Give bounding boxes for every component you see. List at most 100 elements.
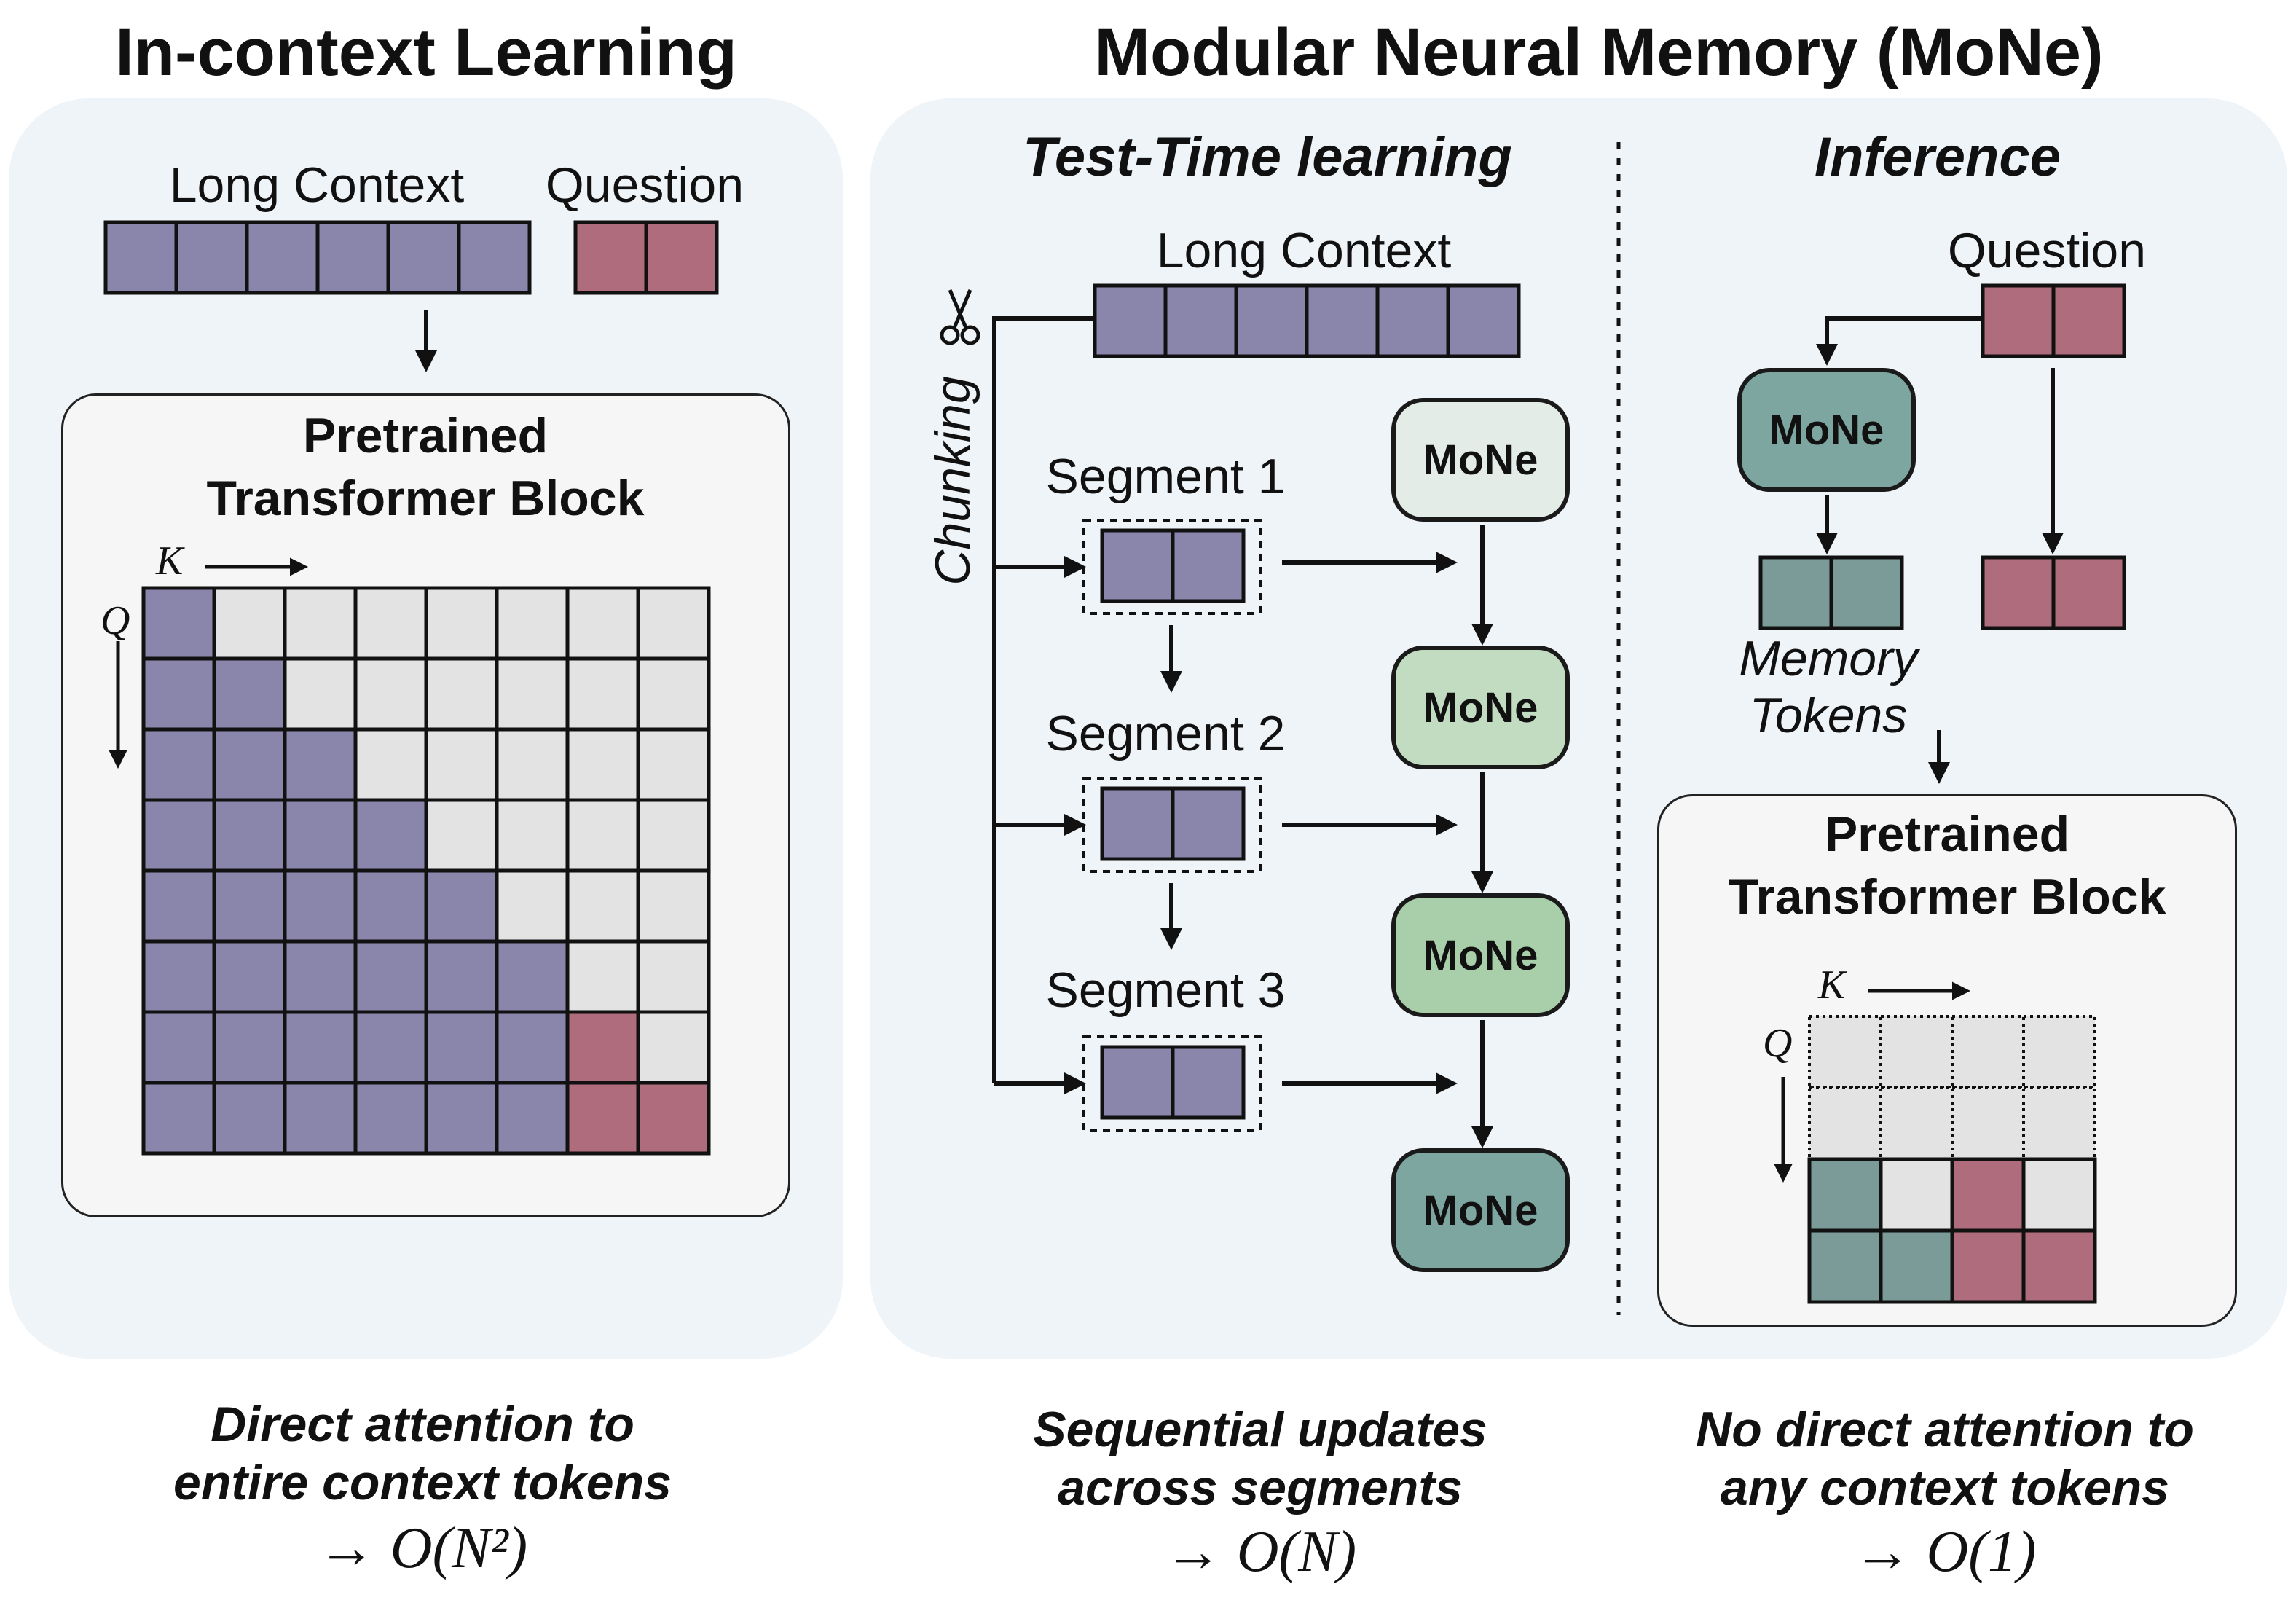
inference-complexity: → O(1) xyxy=(1588,1519,2296,1585)
attention-cell-empty xyxy=(495,798,570,873)
chunking-trunk xyxy=(992,316,1093,1083)
attention-cell-context xyxy=(212,868,287,944)
context-token xyxy=(1163,283,1238,358)
attention-cell-question xyxy=(636,1081,711,1156)
scissors-handle-1 xyxy=(940,325,960,345)
segment-token xyxy=(1171,1045,1246,1120)
attention-cell-context xyxy=(141,656,216,732)
question-token xyxy=(573,220,648,295)
attention-cell-empty xyxy=(424,656,499,732)
attention-cell-context xyxy=(141,1081,216,1156)
attention-cell-empty xyxy=(495,586,570,661)
attention-cell-masked xyxy=(1808,1086,1882,1161)
memory-token xyxy=(1758,555,1833,630)
left-q-label: Q xyxy=(101,598,130,643)
attention-cell-empty xyxy=(353,586,428,661)
question-token xyxy=(2051,283,2126,358)
question-token xyxy=(2051,555,2126,630)
mone-block-3: MoNe xyxy=(1391,893,1570,1017)
left-block-title-line2: Transformer Block xyxy=(206,471,645,526)
attention-cell-empty xyxy=(565,939,640,1014)
attention-cell-context xyxy=(353,868,428,944)
attention-cell-context xyxy=(353,798,428,873)
inference-question-label: Question xyxy=(1947,223,2147,278)
attention-cell-context xyxy=(212,1010,287,1085)
attention-cell-context xyxy=(212,1081,287,1156)
inference-caption-line1: No direct attention to xyxy=(1696,1402,2194,1457)
left-caption-line1: Direct attention to xyxy=(211,1397,634,1452)
mone-block-1: MoNe xyxy=(1391,398,1570,522)
attention-cell-context xyxy=(141,798,216,873)
memory-tokens-line1: Memory xyxy=(1739,631,1918,686)
scissors-blade-2 xyxy=(948,289,968,329)
scissors-handle-2 xyxy=(960,325,980,345)
left-question-label: Question xyxy=(545,157,744,213)
attention-cell-masked xyxy=(2022,1086,2096,1161)
attention-cell-empty xyxy=(565,727,640,802)
attention-cell-empty xyxy=(636,939,711,1014)
right-panel-title: Modular Neural Memory (MoNe) xyxy=(1094,15,2104,90)
attention-cell-context xyxy=(283,868,358,944)
segment-2-label: Segment 2 xyxy=(1045,706,1286,761)
context-token xyxy=(1234,283,1309,358)
attention-cell-memory xyxy=(1879,1228,1954,1304)
memory-tokens-line2: Tokens xyxy=(1749,688,1908,743)
context-token xyxy=(386,220,461,295)
attention-cell-masked xyxy=(1951,1086,2025,1161)
ttl-caption-line2: across segments xyxy=(1058,1460,1463,1515)
attention-cell-context xyxy=(212,798,287,873)
attention-cell-context xyxy=(495,1010,570,1085)
token-cells xyxy=(103,220,2126,1304)
inference-block-title-line2: Transformer Block xyxy=(1728,869,2166,925)
ttl-complexity: → O(N) xyxy=(903,1519,1617,1585)
left-caption-line2: entire context tokens xyxy=(173,1455,672,1510)
attention-cell-empty xyxy=(636,727,711,802)
attention-cell-empty xyxy=(353,656,428,732)
left-block-title-line1: Pretrained xyxy=(302,408,549,463)
inference-complexity-arrow: → xyxy=(1853,1520,1912,1584)
attention-cell-context xyxy=(495,939,570,1014)
test-time-heading: Test-Time learning xyxy=(1023,126,1512,188)
segment-frame-1 xyxy=(1082,519,1262,615)
attention-cell-context xyxy=(141,868,216,944)
attention-cell-context xyxy=(283,1081,358,1156)
inference-complexity-value: O(1) xyxy=(1926,1520,2037,1584)
attention-cell-context xyxy=(424,868,499,944)
attention-cell-memory xyxy=(1807,1157,1883,1233)
ttl-complexity-value: O(N) xyxy=(1236,1520,1357,1584)
segment-frames xyxy=(1082,519,1262,1132)
question-token xyxy=(1981,283,2056,358)
context-token xyxy=(1446,283,1521,358)
attention-cell-empty xyxy=(495,868,570,944)
segment-token xyxy=(1100,1045,1175,1120)
attention-cell-empty xyxy=(495,727,570,802)
context-token xyxy=(174,220,249,295)
attention-cell-context xyxy=(353,939,428,1014)
inference-caption-line2: any context tokens xyxy=(1721,1460,2169,1515)
attention-cell-masked xyxy=(1951,1015,2025,1089)
segment-frame-3 xyxy=(1082,1035,1262,1132)
left-complexity-arrow: → xyxy=(317,1516,376,1580)
attention-cell-empty xyxy=(636,798,711,873)
context-token xyxy=(1093,283,1168,358)
attention-cell-question xyxy=(1950,1228,2026,1304)
attention-cell-context xyxy=(283,1010,358,1085)
attention-cell-empty xyxy=(636,586,711,661)
attention-cell-context xyxy=(212,727,287,802)
attention-cell-empty xyxy=(212,586,287,661)
attention-cell-masked xyxy=(1879,1015,1954,1089)
question-to-mone-arrow xyxy=(1816,316,1983,366)
left-complexity-value: O(N²) xyxy=(390,1516,528,1580)
inference-mone-block: MoNe xyxy=(1737,368,1916,492)
attention-cell-empty xyxy=(1879,1157,1954,1233)
attention-cell-memory xyxy=(1807,1228,1883,1304)
context-token xyxy=(103,220,178,295)
scissors-icon xyxy=(940,289,980,345)
segment-3-label: Segment 3 xyxy=(1045,962,1286,1018)
question-token xyxy=(644,220,719,295)
attention-cell-empty xyxy=(565,798,640,873)
attention-cell-empty xyxy=(424,586,499,661)
attention-cell-empty xyxy=(424,727,499,802)
attention-cell-question xyxy=(1950,1157,2026,1233)
